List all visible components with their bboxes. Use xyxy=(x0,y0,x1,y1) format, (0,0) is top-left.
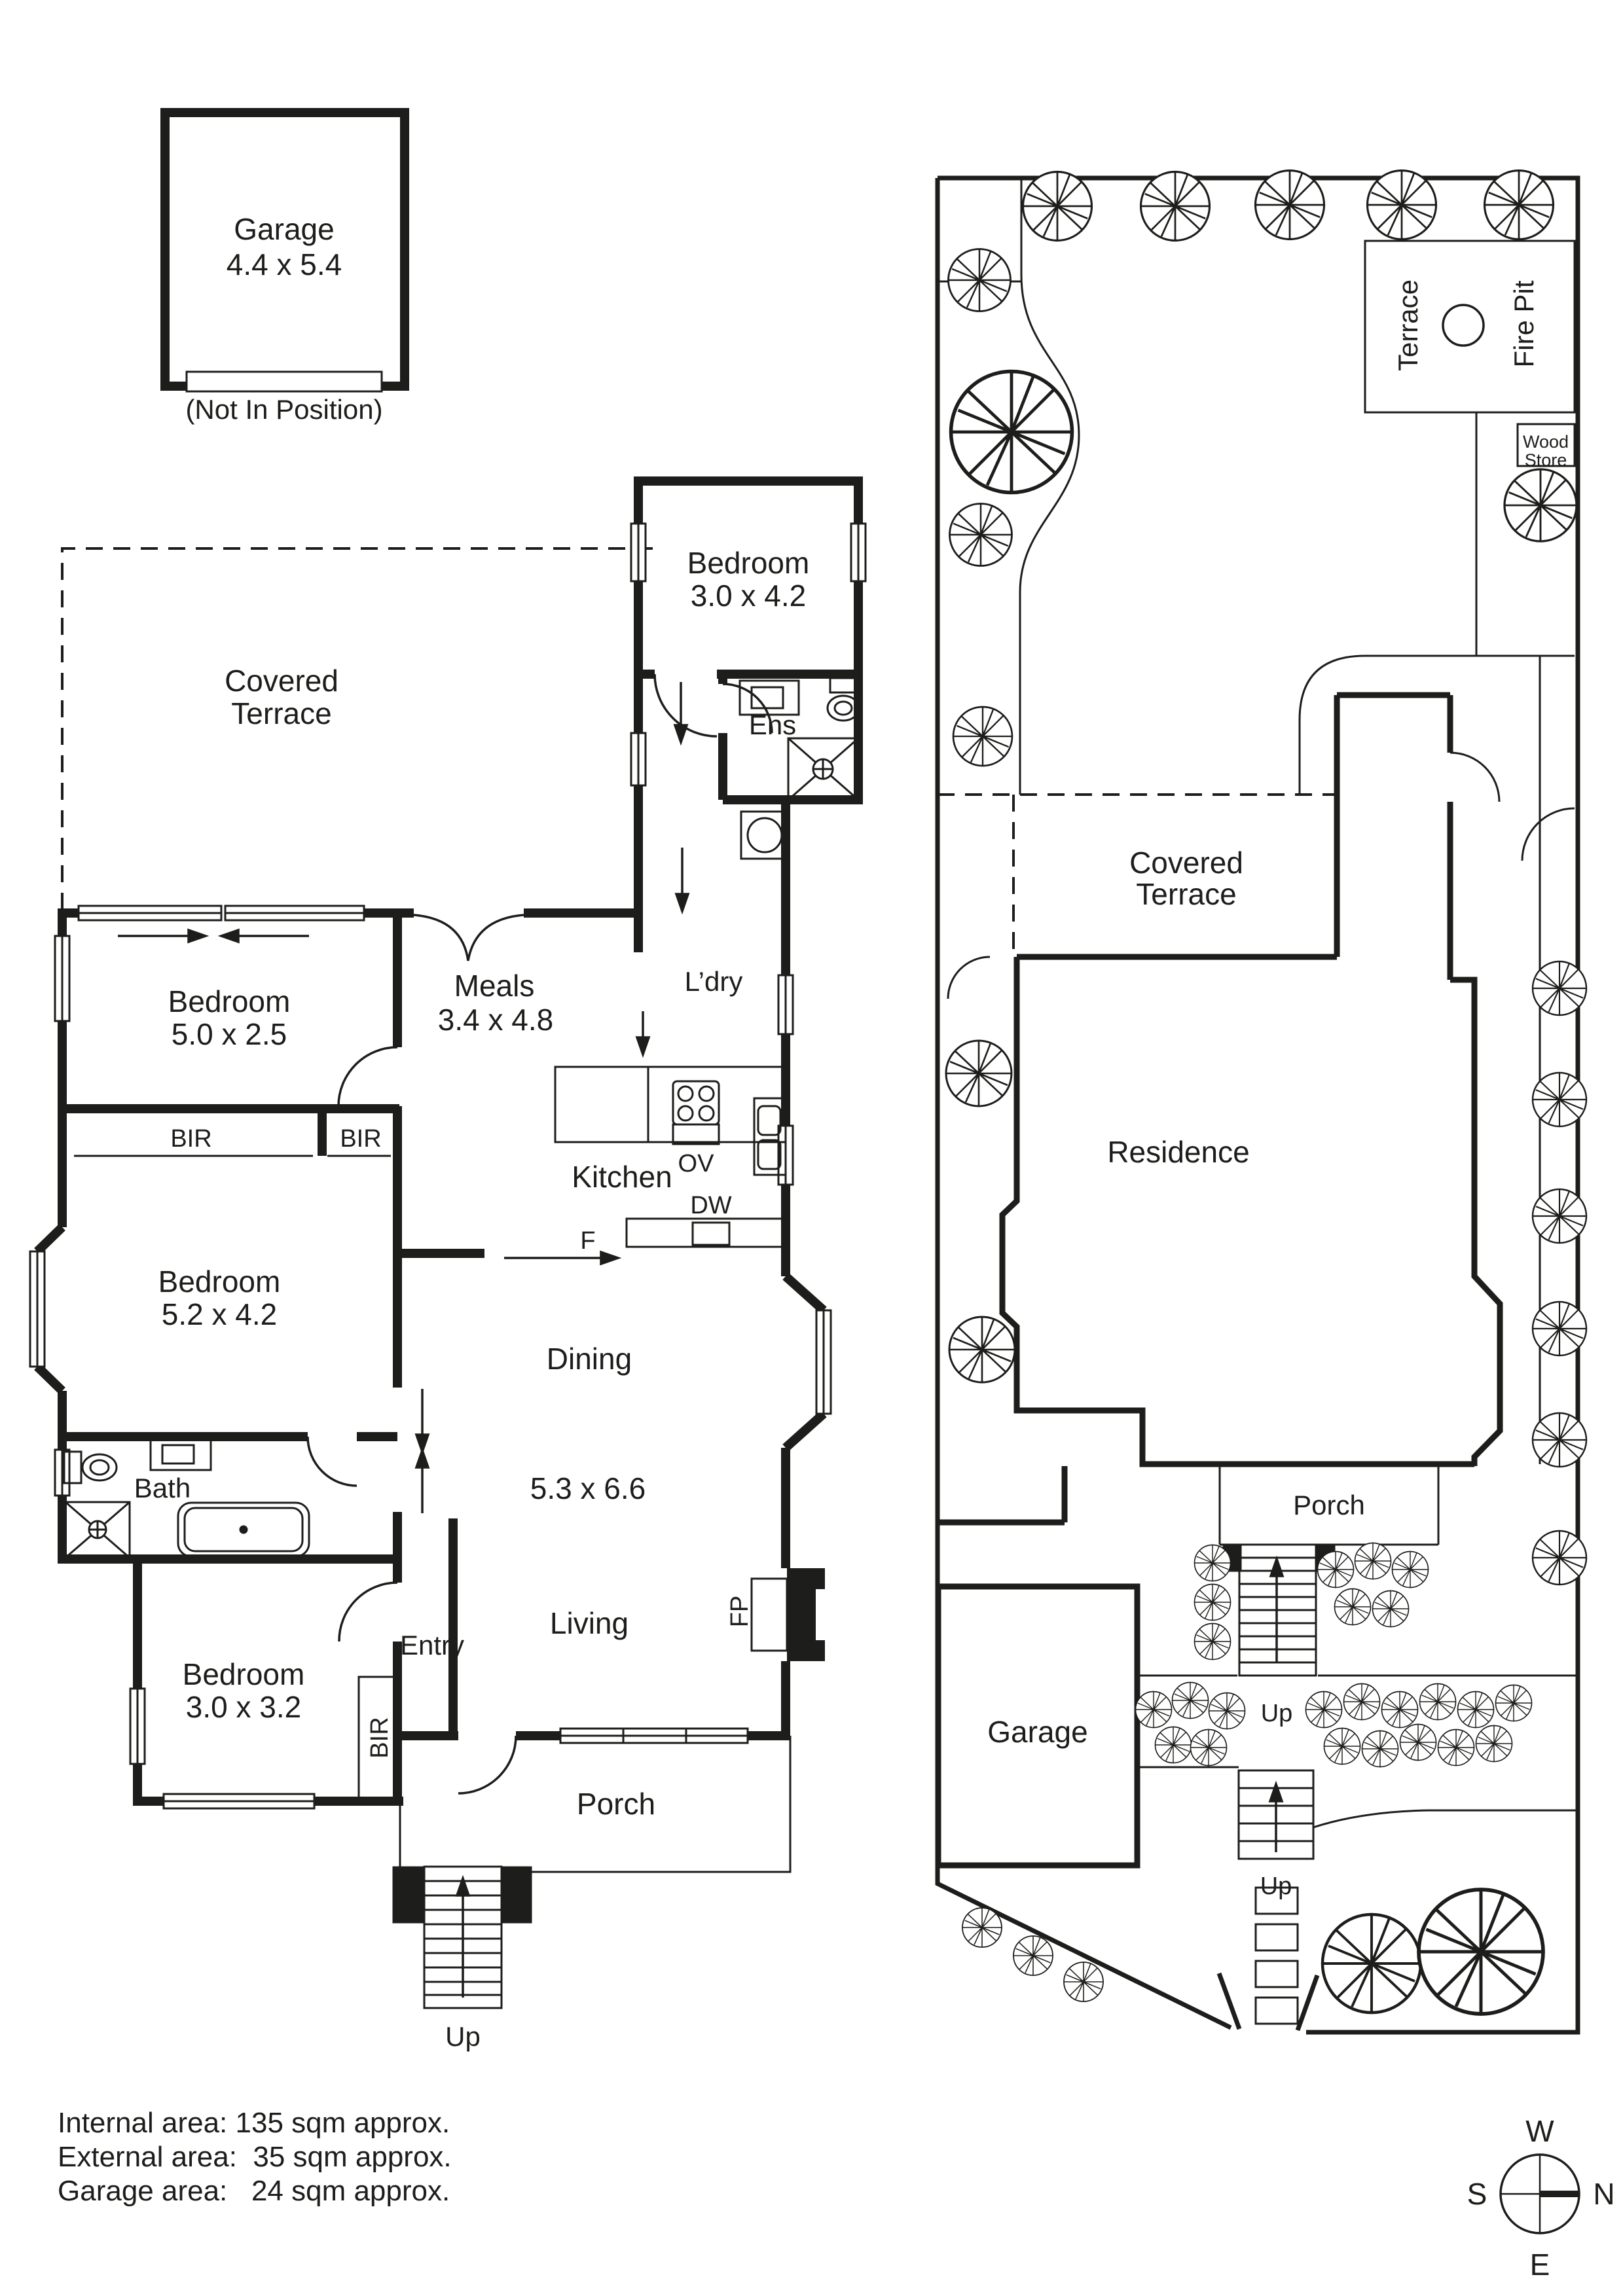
dishwasher-label: DW xyxy=(690,1192,731,1219)
stepping-stone xyxy=(1254,1996,1299,2025)
bedroom-rear-label: Bedroom xyxy=(687,546,810,580)
site-stairs xyxy=(1222,1543,1336,2025)
oven-icon xyxy=(672,1123,720,1145)
compass-south: S xyxy=(1467,2177,1487,2211)
site-covered-terrace-label-1: Covered xyxy=(1129,846,1243,880)
site-terrace-label: Terrace xyxy=(1393,279,1423,371)
toilet-icon xyxy=(63,1450,82,1484)
terrace-area xyxy=(1364,240,1576,414)
internal-area: Internal area: 135 sqm approx. xyxy=(58,2107,450,2139)
residence-walls xyxy=(938,692,1503,1526)
bedroom-mid-label: Bedroom xyxy=(168,984,291,1018)
stepping-stone xyxy=(1254,1886,1299,1915)
site-up-label-2: Up xyxy=(1260,1873,1292,1900)
wood-store-area xyxy=(1516,423,1576,467)
covered-terrace-label-1: Covered xyxy=(225,664,338,698)
dining-dims: 5.3 x 6.6 xyxy=(530,1471,646,1505)
stairs-icon xyxy=(423,1865,503,2009)
site-arrows xyxy=(1268,1555,1285,1852)
garage-area: Garage area: 24 sqm approx. xyxy=(58,2175,450,2207)
shower-icon xyxy=(787,737,860,801)
covered-terrace-boundary xyxy=(61,547,656,910)
bath-label: Bath xyxy=(134,1473,191,1503)
bedroom-front-label: Bedroom xyxy=(158,1265,281,1299)
door-arcs xyxy=(306,673,773,1795)
bir-joinery xyxy=(74,1155,401,1800)
site-covered-terrace-boundary xyxy=(938,793,1337,957)
garage-door xyxy=(185,370,383,393)
site-door-arcs xyxy=(947,751,1575,999)
garage-note: (Not In Position) xyxy=(185,394,382,425)
windows xyxy=(29,522,867,1810)
stepping-stone xyxy=(1254,1923,1299,1952)
bathtub-icon xyxy=(177,1501,310,1558)
meals-arch-opening xyxy=(413,914,524,961)
vanity-icon xyxy=(739,679,800,716)
compass-west: W xyxy=(1525,2114,1554,2148)
compass-icon: W N E S xyxy=(1467,2114,1615,2282)
stairs-icon xyxy=(1237,1769,1315,1860)
external-area: External area: 35 sqm approx. xyxy=(58,2141,452,2173)
garage-label: Garage xyxy=(234,212,334,246)
up-label: Up xyxy=(445,2021,481,2052)
dishwasher-icon xyxy=(691,1221,731,1246)
bir-label-2: BIR xyxy=(340,1125,381,1153)
meals-label: Meals xyxy=(454,969,535,1003)
wood-store-label-2: Store xyxy=(1525,450,1567,470)
shower-icon xyxy=(64,1501,131,1559)
laundry-trough-icon xyxy=(740,810,790,860)
bedroom-rear-dims: 3.0 x 4.2 xyxy=(691,579,806,613)
fire-pit-icon xyxy=(1442,304,1485,347)
bir-label-1: BIR xyxy=(170,1125,211,1153)
fireplace-icon xyxy=(750,1568,825,1661)
wood-store-label-1: Wood xyxy=(1523,432,1569,452)
covered-terrace-label-2: Terrace xyxy=(231,696,331,730)
bedroom-front-dims: 5.2 x 4.2 xyxy=(162,1297,277,1331)
entry-label: Entry xyxy=(400,1630,464,1660)
meals-dims: 3.4 x 4.8 xyxy=(438,1003,553,1037)
fridge-label: F xyxy=(580,1227,595,1255)
site-garage-outline xyxy=(935,1583,1140,1869)
kitchen-label: Kitchen xyxy=(572,1160,672,1194)
compass-east: E xyxy=(1530,2248,1550,2282)
bedroom-mid-dims: 5.0 x 2.5 xyxy=(172,1017,287,1051)
bedroom-small-dims: 3.0 x 3.2 xyxy=(186,1690,301,1724)
site-covered-terrace-label-2: Terrace xyxy=(1136,877,1236,911)
garage-dims: 4.4 x 5.4 xyxy=(227,247,342,281)
ldry-label: L’dry xyxy=(685,966,743,997)
sink-icon xyxy=(753,1097,787,1176)
porch-and-stairs xyxy=(392,1736,792,2009)
site-fire-pit-label: Fire Pit xyxy=(1508,280,1539,367)
vanity-icon xyxy=(149,1437,212,1471)
site-up-label-1: Up xyxy=(1261,1700,1293,1727)
stepping-stone xyxy=(1254,1960,1299,1988)
bir-label-3: BIR xyxy=(366,1717,393,1758)
garage-outline xyxy=(160,108,409,393)
ensuite-fixtures xyxy=(739,677,860,801)
site-garage-label: Garage xyxy=(987,1715,1087,1749)
porch-label: Porch xyxy=(577,1787,655,1821)
ens-label: Ens xyxy=(749,709,796,740)
site-porch-label: Porch xyxy=(1293,1490,1365,1520)
oven-label: OV xyxy=(678,1150,715,1177)
dining-label: Dining xyxy=(547,1342,632,1376)
site-residence-label: Residence xyxy=(1107,1135,1249,1169)
compass-north: N xyxy=(1593,2177,1614,2211)
garden-gate-arc xyxy=(1521,807,1575,861)
arrows xyxy=(118,682,690,1998)
living-label: Living xyxy=(550,1606,629,1640)
bedroom-small-label: Bedroom xyxy=(183,1657,305,1691)
kitchen-fittings xyxy=(554,1066,787,1248)
bir-robe xyxy=(357,1676,401,1800)
area-statistics: Internal area: 135 sqm approx. External … xyxy=(58,2107,452,2207)
fp-label: FP xyxy=(726,1596,754,1628)
bathroom-fixtures xyxy=(63,1437,310,1559)
site-plan: Terrace Fire Pit Wood Store Covered Terr… xyxy=(935,169,1588,2035)
toilet-icon xyxy=(829,677,858,694)
floor-plan: Garage 4.4 x 5.4 (Not In Position) Cover… xyxy=(29,108,867,2052)
